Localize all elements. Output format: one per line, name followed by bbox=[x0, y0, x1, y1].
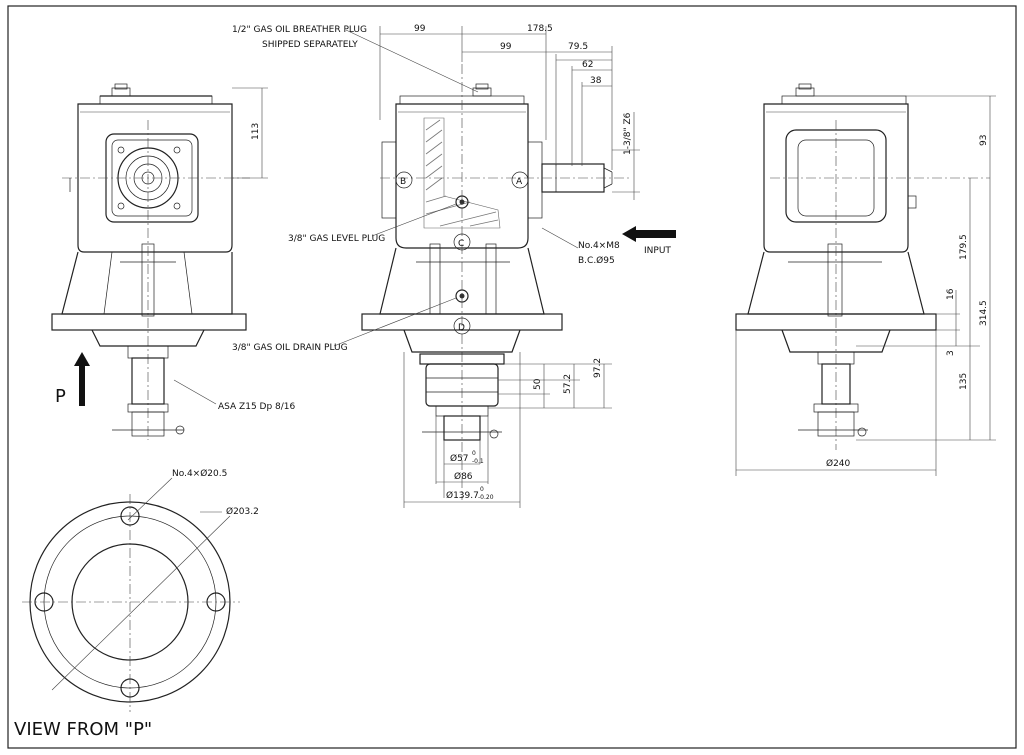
shipped-note: SHIPPED SEPARATELY bbox=[262, 40, 358, 50]
left-view bbox=[51, 83, 268, 440]
level-plug-note: 3/8" GAS LEVEL PLUG bbox=[288, 234, 385, 244]
view-from-p-label: VIEW FROM "P" bbox=[14, 719, 152, 740]
dim-57-tol-lo: -0.1 bbox=[472, 458, 484, 465]
p-arrow-label: P bbox=[55, 386, 66, 407]
marker-d: D bbox=[458, 323, 465, 333]
dim-113: 113 bbox=[251, 123, 261, 140]
dim-93: 93 bbox=[979, 135, 989, 146]
dim-99-b: 99 bbox=[500, 42, 512, 52]
dim-3: 3 bbox=[946, 350, 956, 356]
spline-note: ASA Z15 Dp 8/16 bbox=[218, 402, 296, 412]
dim-314-5: 314.5 bbox=[979, 300, 989, 326]
view-from-p bbox=[22, 477, 240, 712]
input-bc-note: B.C.Ø95 bbox=[578, 255, 615, 266]
dim-178-5: 178.5 bbox=[527, 24, 553, 34]
dim-179-5: 179.5 bbox=[959, 234, 969, 260]
holes-note: No.4×Ø20.5 bbox=[172, 468, 227, 479]
dim-57-tol-up: 0 bbox=[472, 450, 476, 457]
dim-86: Ø86 bbox=[454, 471, 473, 482]
input-bolts-note: No.4×M8 bbox=[578, 241, 620, 251]
marker-b: B bbox=[400, 177, 406, 187]
middle-view bbox=[173, 26, 676, 508]
dim-57-2: 57.2 bbox=[563, 374, 573, 394]
dim-16: 16 bbox=[946, 288, 956, 300]
dim-62: 62 bbox=[582, 60, 593, 70]
dim-97-2: 97.2 bbox=[593, 358, 603, 378]
dim-240: Ø240 bbox=[826, 458, 851, 469]
dim-135: 135 bbox=[959, 373, 969, 390]
dim-50: 50 bbox=[533, 378, 543, 390]
right-view bbox=[735, 83, 996, 476]
dim-139-7-tol-lo: -0.20 bbox=[478, 494, 494, 501]
dim-57: Ø57 bbox=[450, 453, 469, 464]
drain-plug-note: 3/8" GAS OIL DRAIN PLUG bbox=[232, 343, 348, 353]
marker-a: A bbox=[516, 177, 523, 187]
dim-99-a: 99 bbox=[414, 24, 426, 34]
breather-note: 1/2" GAS OIL BREATHER PLUG bbox=[232, 25, 367, 35]
dim-139-7-tol-up: 0 bbox=[480, 486, 484, 493]
marker-c: C bbox=[458, 239, 464, 249]
dim-38: 38 bbox=[590, 76, 602, 86]
dim-79-5: 79.5 bbox=[568, 42, 588, 52]
input-label: INPUT bbox=[644, 246, 671, 256]
drawing-frame bbox=[7, 5, 1017, 749]
shaft-dim: 1-3/8" Z6 bbox=[623, 112, 633, 155]
pcd-note: Ø203.2 bbox=[226, 506, 259, 517]
dim-139-7: Ø139.7 bbox=[446, 490, 479, 501]
